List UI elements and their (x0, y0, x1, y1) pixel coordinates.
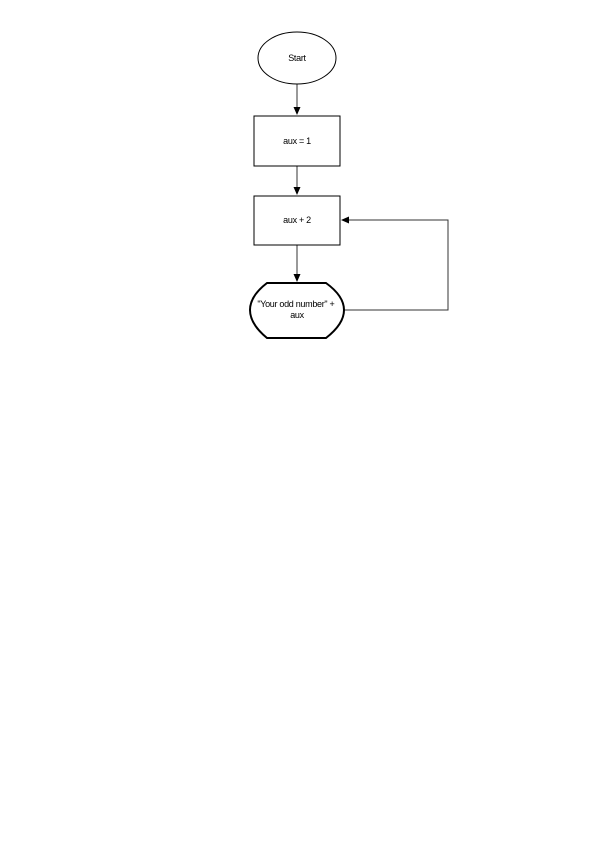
output-node: "Your odd number" + aux (248, 282, 346, 339)
increment-box (253, 195, 341, 246)
output-display-shape (248, 282, 346, 339)
increment-node: aux + 2 (253, 195, 341, 246)
assign-node: aux = 1 (253, 115, 341, 167)
output-label-line-2: aux (290, 310, 304, 320)
start-node: Start (257, 31, 337, 85)
start-ellipse (257, 31, 337, 85)
increment-label: aux + 2 (283, 215, 311, 225)
edge-output-loop-back-to-increment (341, 216, 449, 311)
connectors (293, 84, 449, 311)
output-label-line-1: "Your odd number" + (257, 299, 334, 309)
assign-label: aux = 1 (283, 136, 311, 146)
assign-box (253, 115, 341, 167)
start-label: Start (288, 53, 306, 63)
output-label: "Your odd number" + aux (257, 299, 336, 320)
